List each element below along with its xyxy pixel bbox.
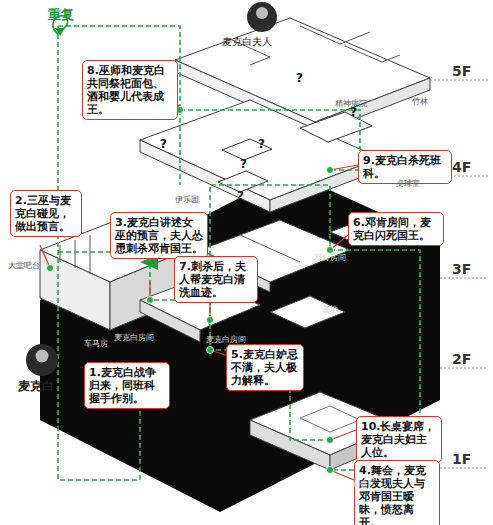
room-label: 4F — [452, 160, 471, 175]
callout-text: 4.舞会，麦克白发现夫人与邓肯国王暧昧，愤怒离开。 — [359, 464, 435, 525]
room-box — [218, 171, 268, 192]
callout-text: 2.三巫与麦克白碰见，做出预言。 — [15, 194, 77, 233]
route-dot — [327, 467, 334, 474]
room-label: ? — [240, 158, 247, 171]
leader-line — [330, 430, 356, 440]
callout-text: 10.长桌宴席，麦克白夫妇主人位。 — [361, 420, 437, 459]
callout-text: 1.麦克白战争归来，同班科握手作别。 — [89, 366, 165, 405]
route-dot — [327, 437, 334, 444]
callout-box: 5.麦克白妒忌不满，夫人极力解释。 — [226, 344, 304, 391]
route-path — [180, 110, 360, 185]
room-label: 竹林 — [412, 98, 428, 107]
room-label: ? — [296, 72, 303, 85]
room-label: 麦克白夫人 — [222, 36, 272, 47]
long-table — [300, 406, 360, 432]
room-box — [270, 296, 345, 328]
portrait — [26, 344, 58, 376]
callout-text: 3.麦克白讲述女巫的预言，夫人怂恿刺杀邓肯国王。 — [115, 216, 203, 255]
callout-box: 9.麦克白杀死班科。 — [358, 150, 452, 184]
room-label: ? — [258, 138, 265, 151]
floor-line — [430, 80, 488, 81]
room-label: 宴会厅 — [352, 480, 376, 489]
route-dot — [327, 247, 334, 254]
callout-text: 9.麦克白杀死班科。 — [363, 154, 447, 180]
arrow-head — [55, 28, 65, 36]
callout-box: 1.麦克白战争归来，同班科握手作别。 — [84, 362, 170, 409]
callout-box: 2.三巫与麦克白碰见，做出预言。 — [10, 190, 82, 237]
room-label: 伊乐园 — [175, 196, 199, 205]
room-label: 5F — [452, 64, 471, 79]
room-label: 1F — [452, 452, 471, 467]
room-wall — [60, 245, 61, 262]
route-dot — [207, 347, 214, 354]
callout-box: 3.麦克白讲述女巫的预言，夫人怂恿刺杀邓肯国王。 — [110, 212, 208, 259]
room-label: 2F — [452, 352, 471, 367]
route-dot — [47, 265, 54, 272]
callout-box: 8.巫师和麦克白共同祭祀面包、酒和婴儿代表成王。 — [82, 60, 178, 120]
callout-text: 6.邓肯房间，麦克白闪死国王。 — [353, 216, 439, 242]
callout-box: 10.长桌宴席，麦克白夫妇主人位。 — [356, 416, 442, 463]
room-box — [300, 112, 372, 142]
room-label: 重复 — [48, 8, 74, 22]
callout-text: 8.巫师和麦克白共同祭祀面包、酒和婴儿代表成王。 — [87, 64, 173, 116]
room-wall — [90, 235, 91, 274]
callout-box: 4.舞会，麦克白发现夫人与邓肯国王暧昧，愤怒离开。 — [354, 460, 440, 525]
route-dot — [147, 297, 154, 304]
leader-line — [330, 470, 354, 480]
route-path — [58, 252, 330, 440]
floor-block — [175, 18, 430, 122]
room-label: 车马房 — [84, 340, 108, 349]
portrait-face — [36, 350, 49, 363]
callout-text: 7.刺杀后，夫人帮麦克白清洗血迹。 — [179, 260, 253, 299]
room-label: 桌球室 — [396, 180, 420, 189]
room-label: 邓肯房间 — [314, 254, 346, 263]
callout-text: 5.麦克白妒忌不满，夫人极力解释。 — [231, 348, 299, 387]
portrait-face — [256, 7, 268, 19]
room-label: ? — [237, 190, 244, 203]
room-label: 麦克白房间 — [114, 334, 154, 343]
room-label: 3F — [452, 262, 471, 277]
room-label: ? — [160, 138, 167, 151]
room-wall — [75, 240, 76, 268]
callout-box: 6.邓肯房间，麦克白闪死国王。 — [348, 212, 444, 246]
room-wall — [345, 46, 400, 62]
room-wall — [300, 26, 370, 44]
leader-line — [330, 165, 358, 170]
room-label: 麦克白 — [18, 380, 54, 393]
route-dot — [327, 167, 334, 174]
room-label: 墓地 — [322, 306, 338, 315]
room-label: 麦克白房间 — [206, 336, 246, 345]
route-dot — [207, 317, 214, 324]
room-label: ? — [350, 106, 357, 119]
room-box — [222, 139, 272, 160]
floor-line — [440, 368, 488, 369]
floor-line — [440, 278, 488, 279]
portrait — [247, 2, 277, 32]
floor-wall — [250, 420, 330, 470]
floor-line — [440, 468, 488, 469]
callout-box: 7.刺杀后，夫人帮麦克白清洗血迹。 — [174, 256, 258, 303]
room-label: 大堂吧台 — [8, 262, 40, 271]
